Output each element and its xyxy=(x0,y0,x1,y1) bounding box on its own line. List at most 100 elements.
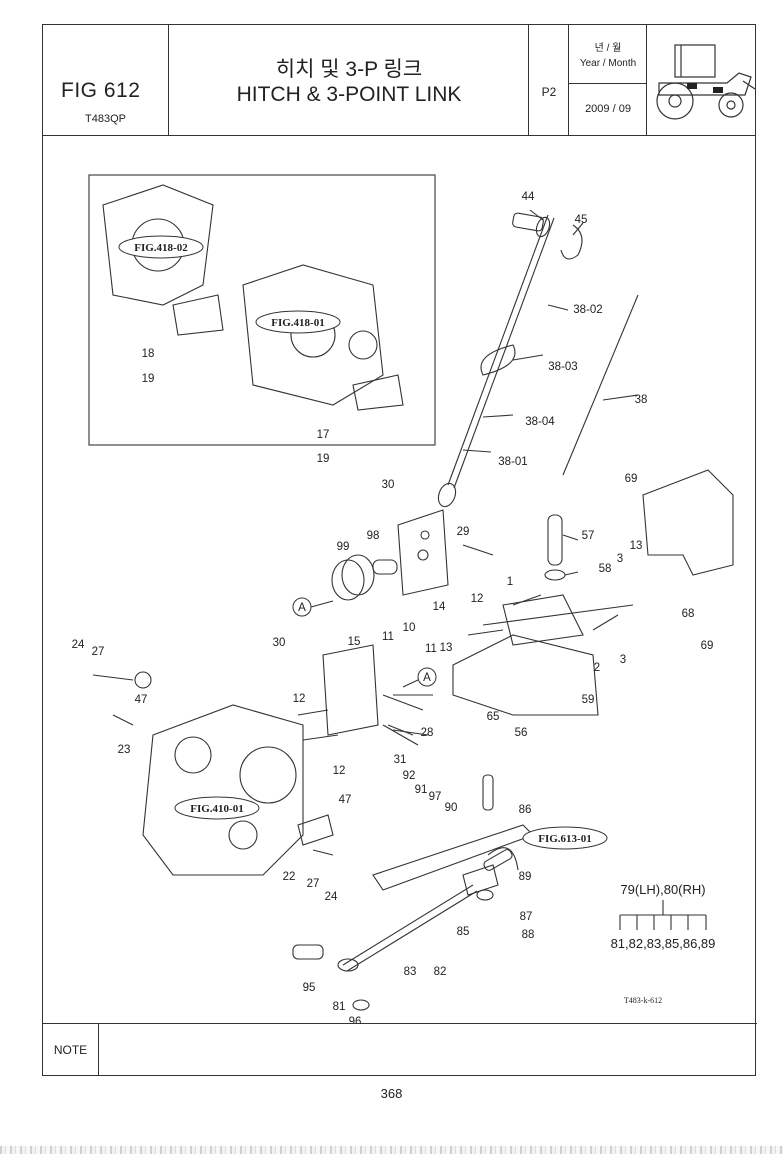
year-month-korean: 년 / 월 xyxy=(594,43,622,54)
part-callout: 13 xyxy=(440,642,453,654)
fig-ref-418-01: FIG.418-01 xyxy=(255,310,341,334)
part-callout: 38-01 xyxy=(498,456,527,468)
tractor-icon xyxy=(656,44,756,120)
part-callout: 44 xyxy=(522,191,535,203)
part-callout: 19 xyxy=(142,373,155,385)
parts-diagram: FIG.418-02 FIG.418-01 FIG.410-01 FIG.613… xyxy=(72,174,734,1028)
part-callout: 85 xyxy=(457,926,470,938)
part-callout: 47 xyxy=(339,794,352,806)
part-callout: 11 xyxy=(425,643,437,655)
part-callout: 24 xyxy=(325,891,338,903)
header-block: FIG 612 T483QP 히치 및 3-P 링크 HITCH & 3-POI… xyxy=(43,25,757,136)
note-label: NOTE xyxy=(43,1024,99,1076)
part-callout: 97 xyxy=(429,791,442,803)
part-callout: 24 xyxy=(72,639,85,651)
page-code: P2 xyxy=(541,85,557,99)
note-row: NOTE xyxy=(43,1023,757,1078)
part-callout: 14 xyxy=(433,601,446,613)
title-korean: 히치 및 3-P 링크 xyxy=(275,58,423,81)
detail-marker-a-2: A xyxy=(402,667,437,688)
part-callout: 68 xyxy=(682,608,695,620)
part-callout: 3 xyxy=(617,553,623,565)
part-callout: 23 xyxy=(118,744,131,756)
part-callout: 83 xyxy=(404,966,417,978)
part-callout: 27 xyxy=(92,646,105,658)
part-callout: 91 xyxy=(415,784,428,796)
part-callout: 65 xyxy=(487,711,500,723)
part-callout: 87 xyxy=(520,911,533,923)
part-callout: 12 xyxy=(333,765,346,777)
title-english: HITCH & 3-POINT LINK xyxy=(236,83,462,106)
model-code: T483QP xyxy=(85,113,126,125)
parts-sheet: FIG 612 T483QP 히치 및 3-P 링크 HITCH & 3-POI… xyxy=(42,24,757,1078)
part-callout: 18 xyxy=(142,348,155,360)
detail-marker-label: A xyxy=(298,602,306,614)
part-callout: 12 xyxy=(293,693,306,705)
legend-assembly: 79(LH),80(RH) xyxy=(620,882,705,897)
part-callout: 12 xyxy=(471,593,484,605)
part-callout: 86 xyxy=(519,804,532,816)
title-cell: 히치 및 3-P 링크 HITCH & 3-POINT LINK xyxy=(169,25,529,135)
part-callout: 15 xyxy=(348,636,361,648)
part-callout: 47 xyxy=(135,694,148,706)
part-callout: 13 xyxy=(630,540,643,552)
part-callout: 96 xyxy=(349,1016,362,1023)
part-callout: 11 xyxy=(382,631,394,643)
part-callout: 88 xyxy=(522,929,535,941)
part-callout: 3 xyxy=(620,654,626,666)
part-callout: 58 xyxy=(599,563,612,575)
part-callout: 45 xyxy=(575,214,588,226)
fig-ref-label: FIG.613-01 xyxy=(538,833,591,845)
part-callout: 28 xyxy=(421,727,434,739)
fig-number: FIG 612 xyxy=(61,79,141,102)
part-callout: 17 xyxy=(317,429,330,441)
tractor-thumbnail-cell xyxy=(647,25,757,135)
page-code-cell: P2 xyxy=(529,25,569,135)
inset-frame xyxy=(88,174,436,446)
part-callout: 2 xyxy=(594,662,600,674)
fig-ref-410-01: FIG.410-01 xyxy=(174,796,260,820)
page-number: 368 xyxy=(380,1086,403,1101)
part-callout: 10 xyxy=(403,622,416,634)
part-callout: 82 xyxy=(434,966,447,978)
part-callout: 81 xyxy=(333,1001,346,1013)
part-callout: 92 xyxy=(403,770,416,782)
part-callout: 69 xyxy=(625,473,638,485)
fig-ref-613-01: FIG.613-01 xyxy=(522,826,608,850)
fig-ref-label: FIG.418-02 xyxy=(134,242,188,254)
part-callout: 57 xyxy=(582,530,595,542)
part-callout: 98 xyxy=(367,530,380,542)
part-callout: 30 xyxy=(382,479,395,491)
fig-ref-label: FIG.410-01 xyxy=(190,803,243,815)
part-callout: 95 xyxy=(303,982,316,994)
part-callout: 27 xyxy=(307,878,320,890)
part-callout: 1 xyxy=(507,576,513,588)
scan-artifact-strip xyxy=(0,1146,783,1154)
detail-marker-label: A xyxy=(423,672,431,684)
part-callout: 59 xyxy=(582,694,595,706)
part-callout: 89 xyxy=(519,871,532,883)
drawing-code: T483-k-612 xyxy=(624,996,662,1005)
part-callout: 90 xyxy=(445,802,458,814)
part-callout: 19 xyxy=(317,453,330,465)
part-callout: 56 xyxy=(515,727,528,739)
part-callout: 30 xyxy=(273,637,286,649)
fig-ref-label: FIG.418-01 xyxy=(271,317,324,329)
fig-cell: FIG 612 T483QP xyxy=(43,25,169,135)
part-callout: 99 xyxy=(337,541,350,553)
part-callout: 38-03 xyxy=(548,361,577,373)
part-callout: 31 xyxy=(394,754,407,766)
detail-marker-a-1: A xyxy=(292,597,334,617)
date-divider xyxy=(569,83,647,84)
fig-ref-418-02: FIG.418-02 xyxy=(118,235,204,259)
part-callout: 29 xyxy=(457,526,470,538)
date-cell: 년 / 월 Year / Month 2009 / 09 xyxy=(569,25,647,135)
part-callout: 38-04 xyxy=(525,416,555,428)
year-month-english: Year / Month xyxy=(579,58,637,69)
part-callout: 69 xyxy=(701,640,714,652)
part-callout: 22 xyxy=(283,871,296,883)
part-callout: 38-02 xyxy=(573,304,602,316)
revision-date: 2009 / 09 xyxy=(585,103,631,115)
exploded-parts-drawing: FIG.418-02 FIG.418-01 FIG.410-01 FIG.613… xyxy=(43,135,757,1028)
